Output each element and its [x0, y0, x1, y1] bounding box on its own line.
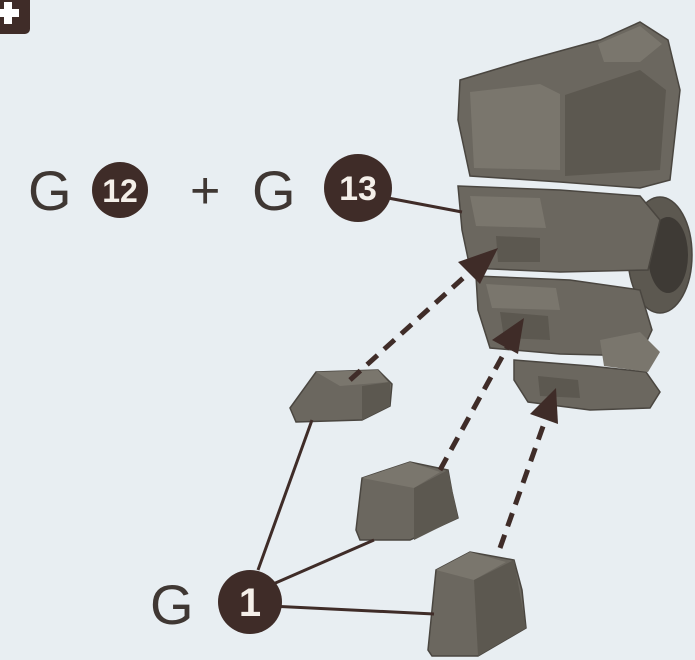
- wedge-part-3: [427, 551, 527, 657]
- leader-line-g1-a: [256, 419, 314, 571]
- wedge-part-1: [289, 369, 393, 423]
- label-prefix-g12: G: [28, 159, 72, 222]
- label-prefix-g13: G: [252, 159, 296, 222]
- label-g1: G 1: [150, 570, 282, 636]
- leader-line-g1-c: [269, 604, 435, 616]
- insert-arrow-1: [348, 248, 498, 382]
- badge-number-12: 12: [102, 173, 138, 209]
- square-plus-icon: [0, 0, 30, 34]
- leader-line-g1-b: [263, 538, 375, 590]
- label-g12-plus-g13: G 12 + G 13: [28, 154, 392, 222]
- plus-sign: +: [190, 162, 220, 220]
- leader-line-g13: [387, 196, 463, 214]
- badge-circle-13: [324, 154, 392, 222]
- insert-arrow-2: [437, 318, 524, 472]
- badge-circle-12: [92, 162, 148, 218]
- label-prefix-g1: G: [150, 573, 194, 636]
- badge-number-13: 13: [339, 170, 377, 208]
- insert-arrow-3: [497, 388, 558, 549]
- wedge-part-2: [355, 461, 459, 541]
- badge-number-1: 1: [239, 581, 261, 625]
- assembled-body-part: [457, 21, 693, 411]
- badge-circle-1: [218, 570, 282, 634]
